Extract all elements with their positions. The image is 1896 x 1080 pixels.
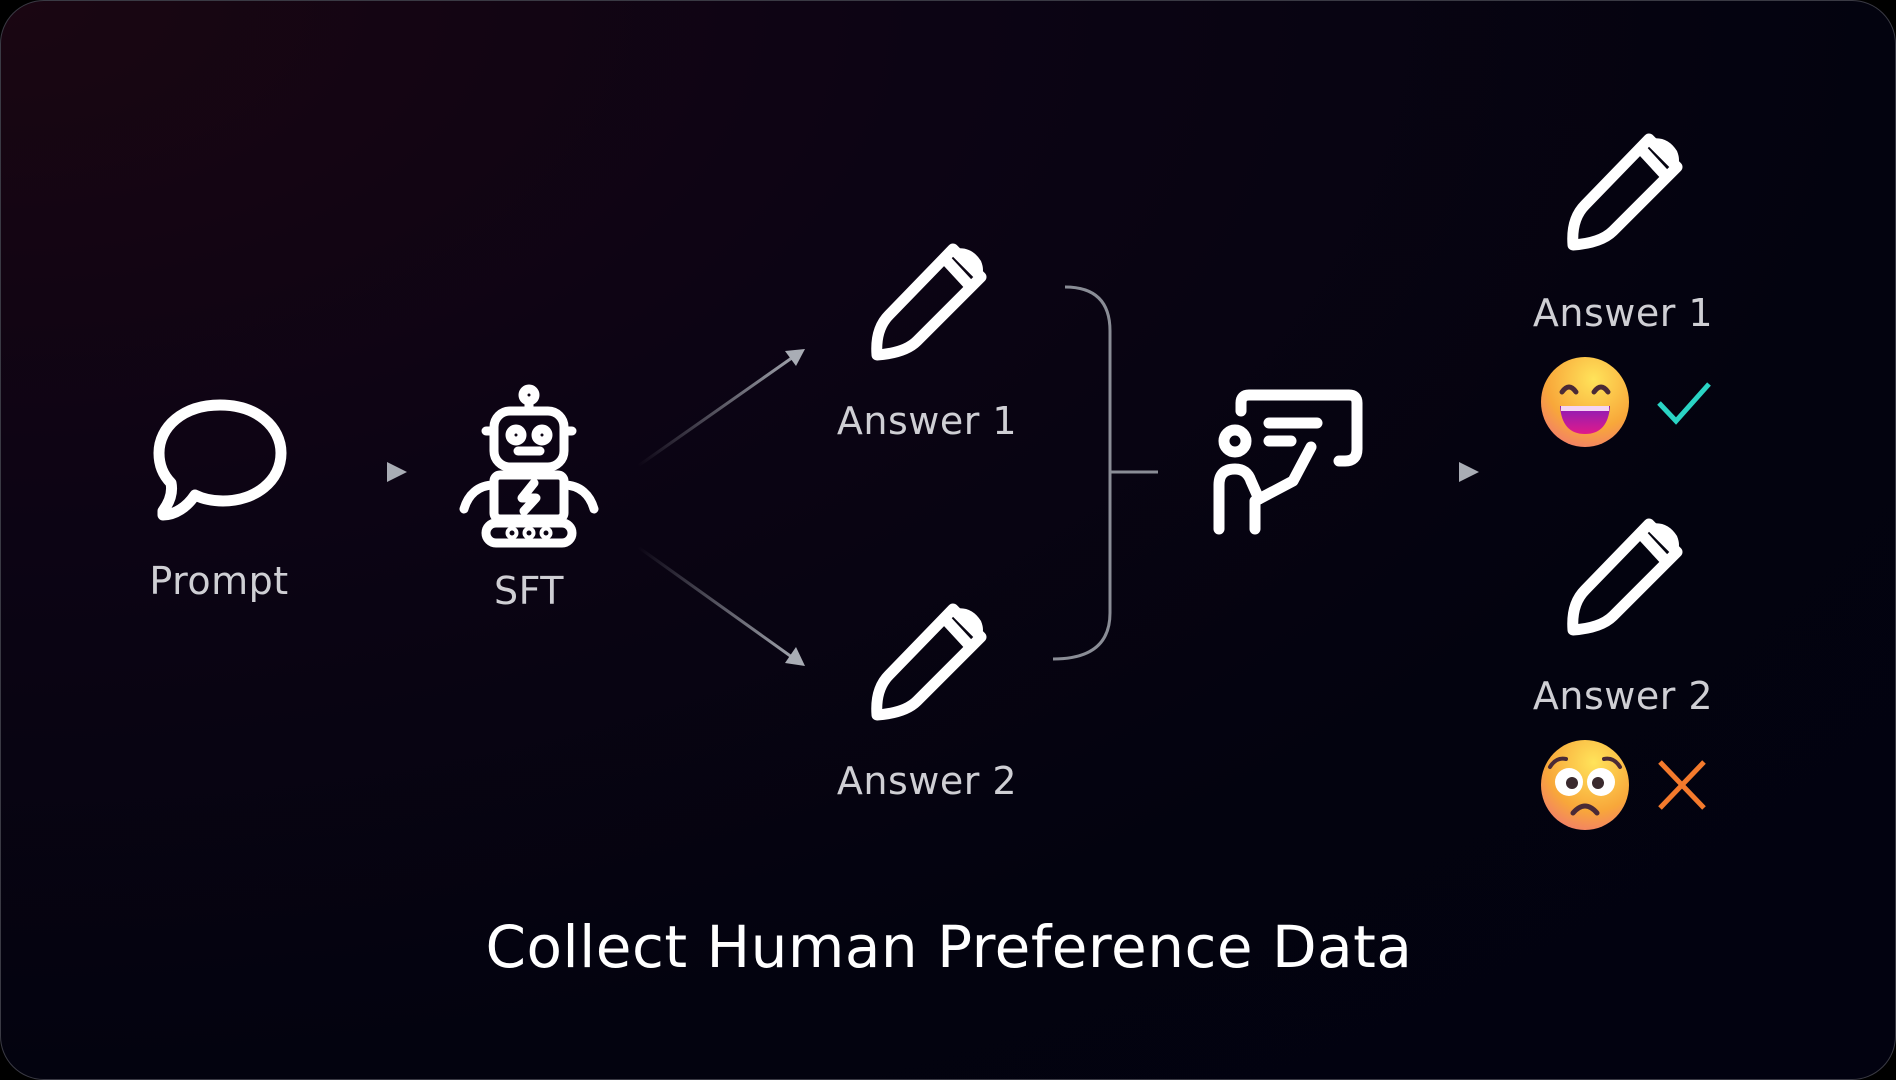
answers-bracket bbox=[1052, 285, 1158, 661]
arrow-prompt-to-sft bbox=[318, 462, 407, 482]
arrow-labeler-to-ranking bbox=[1389, 462, 1479, 482]
ranked-answer2-label: Answer 2 bbox=[1532, 674, 1714, 718]
pleading-sad-face-emoji-icon bbox=[1541, 740, 1629, 830]
answer1-pencil-icon bbox=[865, 241, 990, 366]
answer1-label: Answer 1 bbox=[836, 399, 1018, 443]
grinning-face-emoji-icon bbox=[1541, 357, 1629, 447]
robot-icon bbox=[459, 384, 599, 548]
ranked-answer1-pencil-icon bbox=[1561, 131, 1686, 256]
check-icon bbox=[1657, 382, 1711, 425]
ranked-answer1-label: Answer 1 bbox=[1532, 291, 1714, 335]
answer2-label: Answer 2 bbox=[836, 759, 1018, 803]
arrow-sft-to-answer2 bbox=[637, 545, 805, 666]
cross-icon bbox=[1658, 760, 1706, 810]
presenter-icon bbox=[1213, 389, 1363, 535]
answer2-pencil-icon bbox=[865, 601, 990, 726]
sft-label: SFT bbox=[493, 569, 565, 613]
ranked-answer2-pencil-icon bbox=[1561, 516, 1686, 641]
prompt-label: Prompt bbox=[149, 559, 289, 603]
speech-bubble-icon bbox=[153, 399, 287, 521]
diagram-title: Collect Human Preference Data bbox=[485, 913, 1413, 981]
arrow-sft-to-answer1 bbox=[637, 349, 805, 468]
